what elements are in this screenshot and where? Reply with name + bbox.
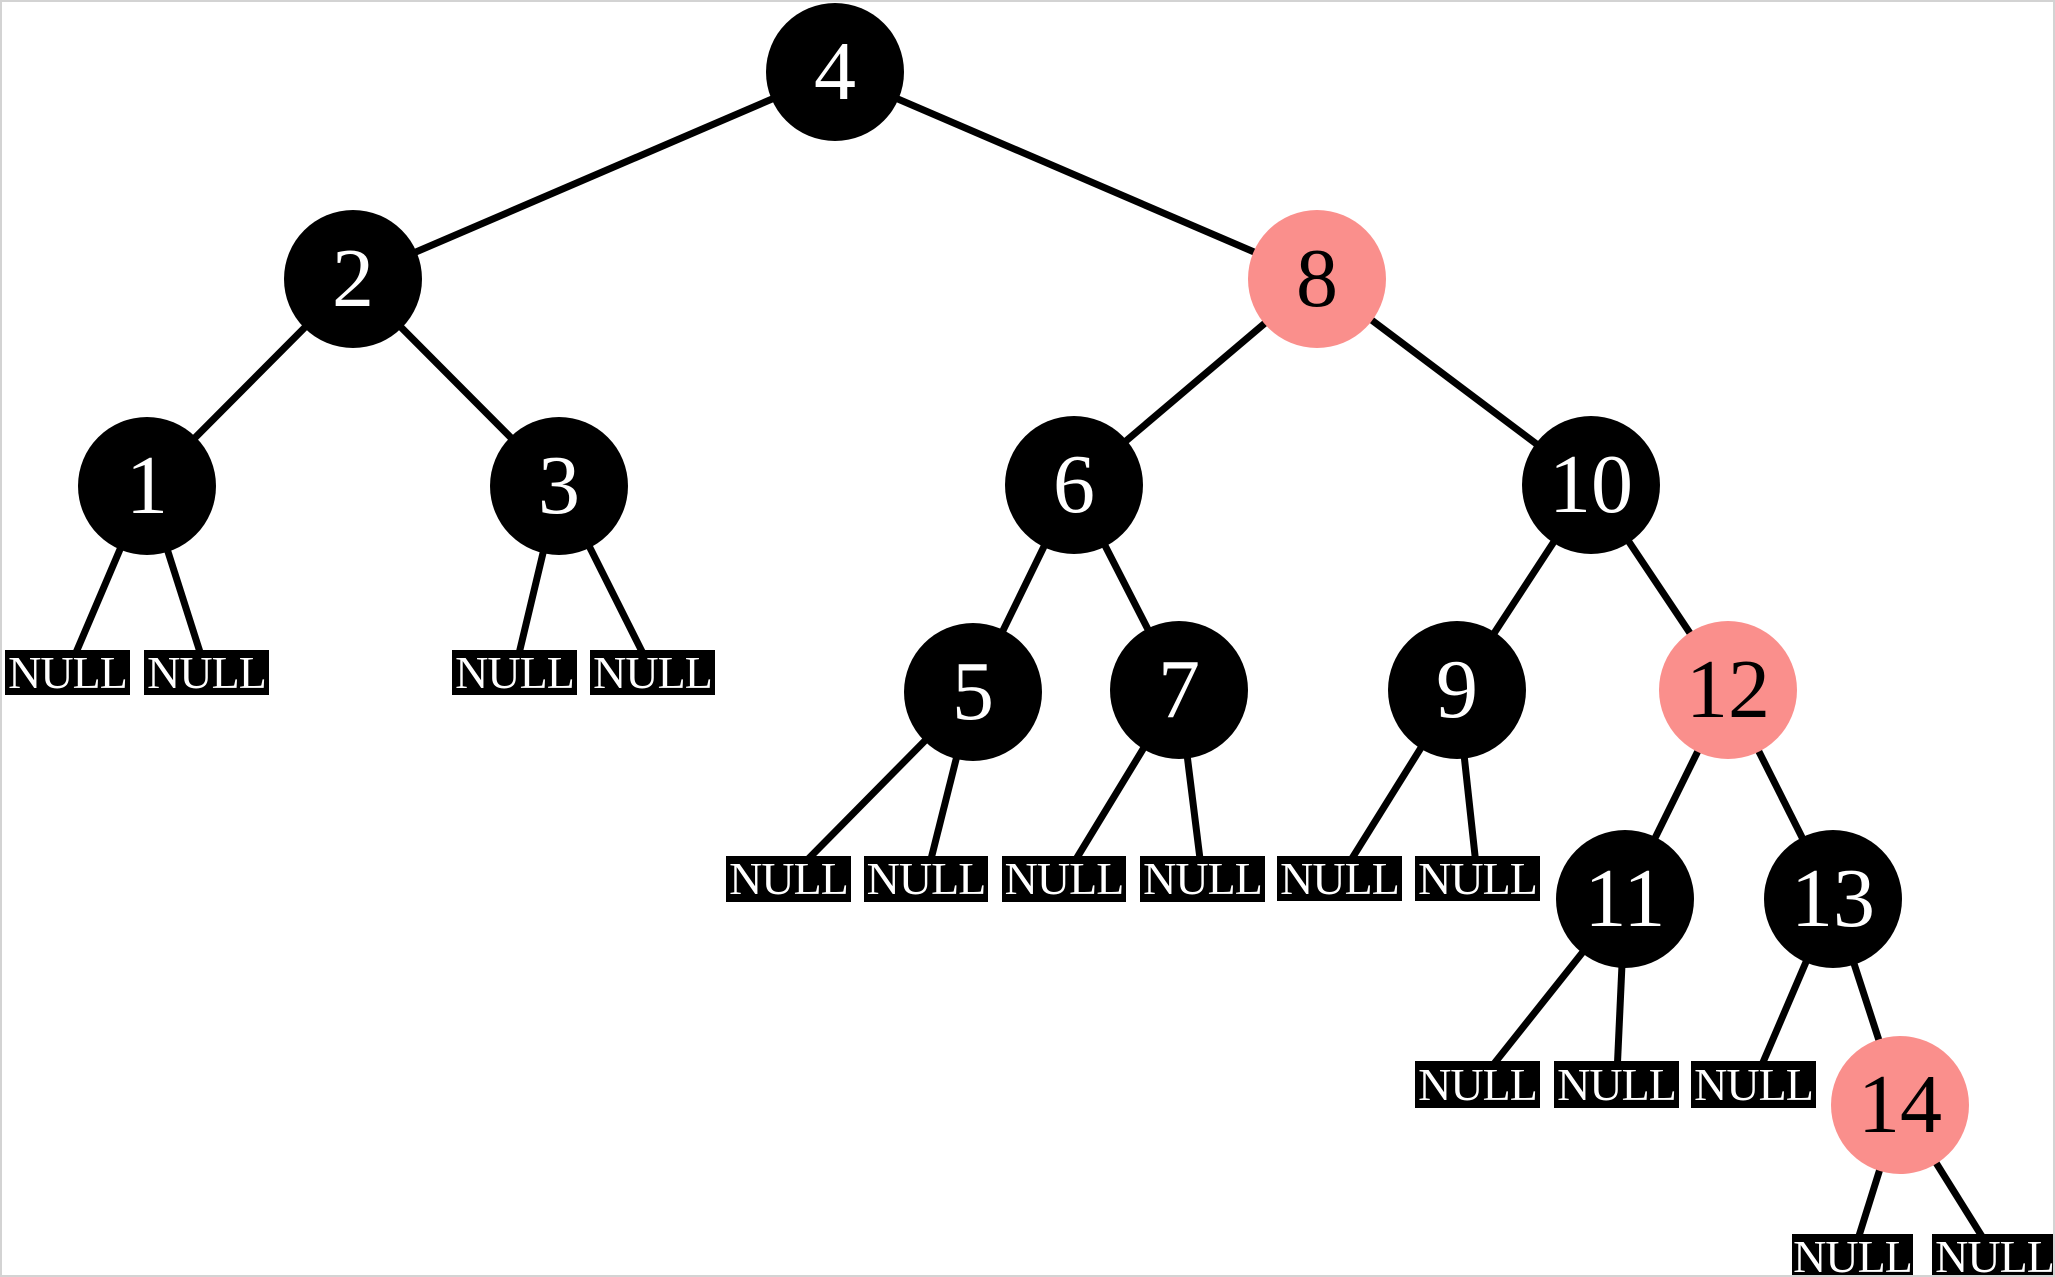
tree-node-1: 1 — [78, 417, 216, 555]
node-label: 1 — [126, 439, 168, 532]
node-label: 10 — [1549, 438, 1633, 531]
null-leaf-n11R: NULL — [1554, 1061, 1679, 1108]
node-label: 6 — [1053, 438, 1095, 531]
null-leaf-n5L: NULL — [726, 856, 851, 902]
null-leaf-n14L: NULL — [1792, 1230, 1913, 1277]
null-label: NULL — [1793, 1230, 1913, 1277]
null-leaf-n1R: NULL — [144, 646, 269, 698]
tree-node-2: 2 — [284, 210, 422, 348]
null-leaf-n5R: NULL — [864, 856, 988, 902]
null-label: NULL — [1557, 1058, 1677, 1110]
tree-node-14: 14 — [1831, 1036, 1969, 1174]
node-label: 4 — [814, 25, 856, 118]
tree-node-11: 11 — [1556, 830, 1694, 968]
tree-node-6: 6 — [1005, 416, 1143, 554]
null-label: NULL — [1418, 852, 1538, 904]
tree-node-3: 3 — [490, 417, 628, 555]
null-label: NULL — [455, 646, 575, 698]
tree-node-10: 10 — [1522, 416, 1660, 554]
null-leaf-n13L: NULL — [1691, 1061, 1816, 1108]
node-label: 8 — [1296, 232, 1338, 325]
null-leaf-n3L: NULL — [452, 646, 577, 698]
null-label: NULL — [1935, 1230, 2054, 1277]
null-leaf-n7L: NULL — [1002, 856, 1126, 902]
null-label: NULL — [1004, 853, 1125, 904]
node-label: 11 — [1584, 852, 1666, 945]
null-label: NULL — [8, 646, 128, 698]
null-label: NULL — [1280, 852, 1400, 904]
null-leaf-n14R: NULL — [1932, 1230, 2054, 1277]
null-leaf-n1L: NULL — [5, 646, 130, 698]
null-leaf-n7R: NULL — [1140, 856, 1265, 902]
node-label: 9 — [1436, 643, 1478, 736]
node-label: 2 — [332, 232, 374, 325]
tree-node-7: 7 — [1110, 621, 1248, 759]
node-label: 7 — [1158, 643, 1200, 736]
null-label: NULL — [1143, 853, 1263, 904]
node-label: 5 — [952, 645, 994, 738]
node-label: 13 — [1791, 852, 1875, 945]
tree-node-12: 12 — [1659, 621, 1797, 759]
tree-node-9: 9 — [1388, 621, 1526, 759]
null-label: NULL — [147, 646, 267, 698]
tree-edge-4-8 — [833, 68, 1319, 283]
null-leaf-n11L: NULL — [1415, 1061, 1540, 1108]
tree-node-8: 8 — [1248, 210, 1386, 348]
tree-edge-4-2 — [351, 68, 837, 283]
tree-node-5: 5 — [904, 623, 1042, 761]
node-label: 12 — [1686, 643, 1770, 736]
null-label: NULL — [1694, 1058, 1814, 1110]
null-label: NULL — [729, 853, 849, 904]
null-label: NULL — [866, 853, 987, 904]
null-label: NULL — [1418, 1058, 1538, 1110]
null-label: NULL — [593, 646, 713, 698]
node-label: 14 — [1858, 1058, 1942, 1151]
null-leaf-n3R: NULL — [590, 646, 715, 698]
null-leaf-n9R: NULL — [1415, 852, 1540, 904]
null-leaf-n9L: NULL — [1277, 852, 1402, 904]
node-label: 3 — [538, 439, 580, 532]
tree-node-13: 13 — [1764, 830, 1902, 968]
tree-node-4: 4 — [766, 3, 904, 141]
